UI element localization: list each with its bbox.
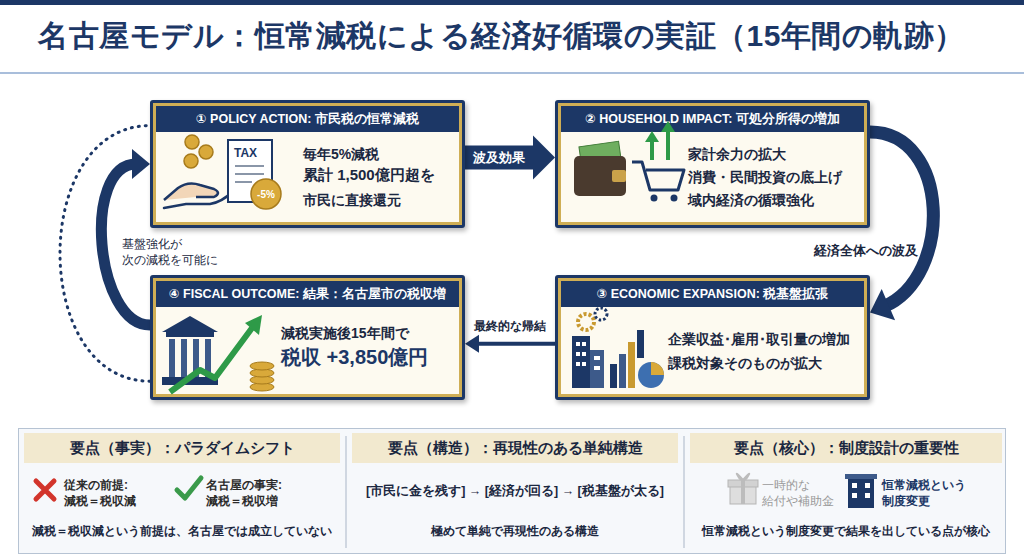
arrow-head	[132, 149, 150, 179]
building-icon	[845, 474, 877, 479]
building-icon	[865, 483, 870, 488]
panel-header: 要点（核心）：制度設計の重要性	[690, 433, 1002, 463]
box-header: ② HOUSEHOLD IMPACT: 可処分所得の増加	[561, 106, 864, 132]
arrow-head	[870, 289, 895, 320]
summary-panel: 要点（構造）：再現性のある単純構造 [市民に金を残す] → [経済が回る] → […	[352, 433, 678, 549]
edge-label: 経済全体への波及	[814, 242, 918, 260]
edge-label: 最終的な帰結	[474, 318, 546, 335]
box-body-text: 企業収益･雇用･取引量の増加	[668, 330, 850, 348]
building-icon	[845, 474, 877, 508]
panel-header: 要点（構造）：再現性のある単純構造	[352, 433, 678, 463]
icon-label: -5%	[257, 189, 275, 200]
edge-label: 波及効果	[473, 149, 525, 167]
box-body-text: 減税実施後15年間で	[281, 324, 409, 342]
panel-divider	[345, 436, 347, 548]
panel-item: 名古屋の事実: 減税＝税収増	[206, 477, 306, 509]
building-icon	[852, 483, 857, 488]
process-box: ② HOUSEHOLD IMPACT: 可処分所得の増加家計余力の拡大消費・民間…	[555, 100, 870, 228]
box-header: ① POLICY ACTION: 市民税の恒常減税	[156, 106, 459, 132]
flow-arrow	[465, 146, 539, 170]
gift-icon	[728, 480, 758, 487]
check-mark	[177, 478, 201, 498]
gift-icon	[728, 474, 758, 504]
gift-icon	[737, 474, 749, 480]
top-stripe	[0, 0, 1024, 5]
panel-footer: 極めて単純で再現性のある構造	[352, 523, 678, 540]
box-body-text: 累計 1,500億円超を	[303, 166, 435, 184]
panel-header: 要点（事実）：パラダイムシフト	[24, 433, 340, 463]
building-icon	[852, 493, 857, 498]
process-box: ④ FISCAL OUTCOME: 結果：名古屋市の税収増減税実施後15年間で税…	[150, 275, 465, 400]
arrow-head	[465, 335, 479, 353]
curved-flow-arrow	[870, 132, 933, 307]
key-figure: 税収 +3,850億円	[281, 344, 428, 370]
building-icon	[848, 478, 874, 508]
flow-arrow	[465, 335, 555, 353]
box-body-text: 毎年5%減税	[303, 145, 379, 163]
gift-icon	[741, 480, 745, 504]
flow-arrow	[476, 342, 556, 346]
box-header: ④ FISCAL OUTCOME: 結果：名古屋市の税収増	[156, 281, 459, 307]
edge-label: 基盤強化が 次の減税を可能に	[122, 236, 226, 268]
box-header: ③ ECONOMIC EXPANSION: 税基盤拡張	[561, 281, 864, 307]
cross-mark	[36, 481, 54, 499]
box-body-text: 市民に直接還元	[303, 191, 401, 209]
arrow-head	[533, 136, 555, 180]
title-rule	[0, 72, 1024, 74]
summary-panel: 要点（事実）：パラダイムシフト従来の前提: 減税＝税収減 名古屋の事実: 減税＝税…	[24, 433, 340, 549]
diagram-title: 名古屋モデル：恒常減税による経済好循環の実証（15年間の軌跡）	[38, 16, 965, 57]
panel-item: 従来の前提: 減税＝税収減	[64, 477, 154, 509]
box-body-text: 消費・民間投資の底上げ	[688, 168, 842, 186]
building-icon	[865, 493, 870, 498]
process-box: ① POLICY ACTION: 市民税の恒常減税毎年5%減税累計 1,500億…	[150, 100, 465, 228]
flow-arrow	[465, 136, 555, 180]
panel-item: 一時的な 給付や補助金	[762, 477, 842, 509]
panel-footer: 減税＝税収減という前提は、名古屋では成立していない	[24, 523, 340, 540]
summary-panel: 要点（核心）：制度設計の重要性一時的な 給付や補助金 恒常減税という 制度変更恒常…	[690, 433, 1002, 549]
panel-divider	[683, 436, 685, 548]
gift-icon	[730, 486, 756, 504]
box-body-text: 域内経済の循環強化	[688, 191, 814, 209]
process-box: ③ ECONOMIC EXPANSION: 税基盤拡張企業収益･雇用･取引量の増…	[555, 275, 870, 400]
panel-flow-text: [市民に金を残す] → [経済が回る] → [税基盤が太る]	[352, 483, 678, 500]
curved-flow-arrow	[870, 132, 933, 320]
icon-label: TAX	[234, 146, 257, 160]
panel-footer: 恒常減税という制度変更で結果を出している点が核心	[690, 523, 1002, 540]
box-body-text: 家計余力の拡大	[688, 145, 786, 163]
panel-item: 恒常減税という 制度変更	[882, 477, 982, 509]
box-body-text: 課税対象そのものが拡大	[668, 354, 822, 372]
